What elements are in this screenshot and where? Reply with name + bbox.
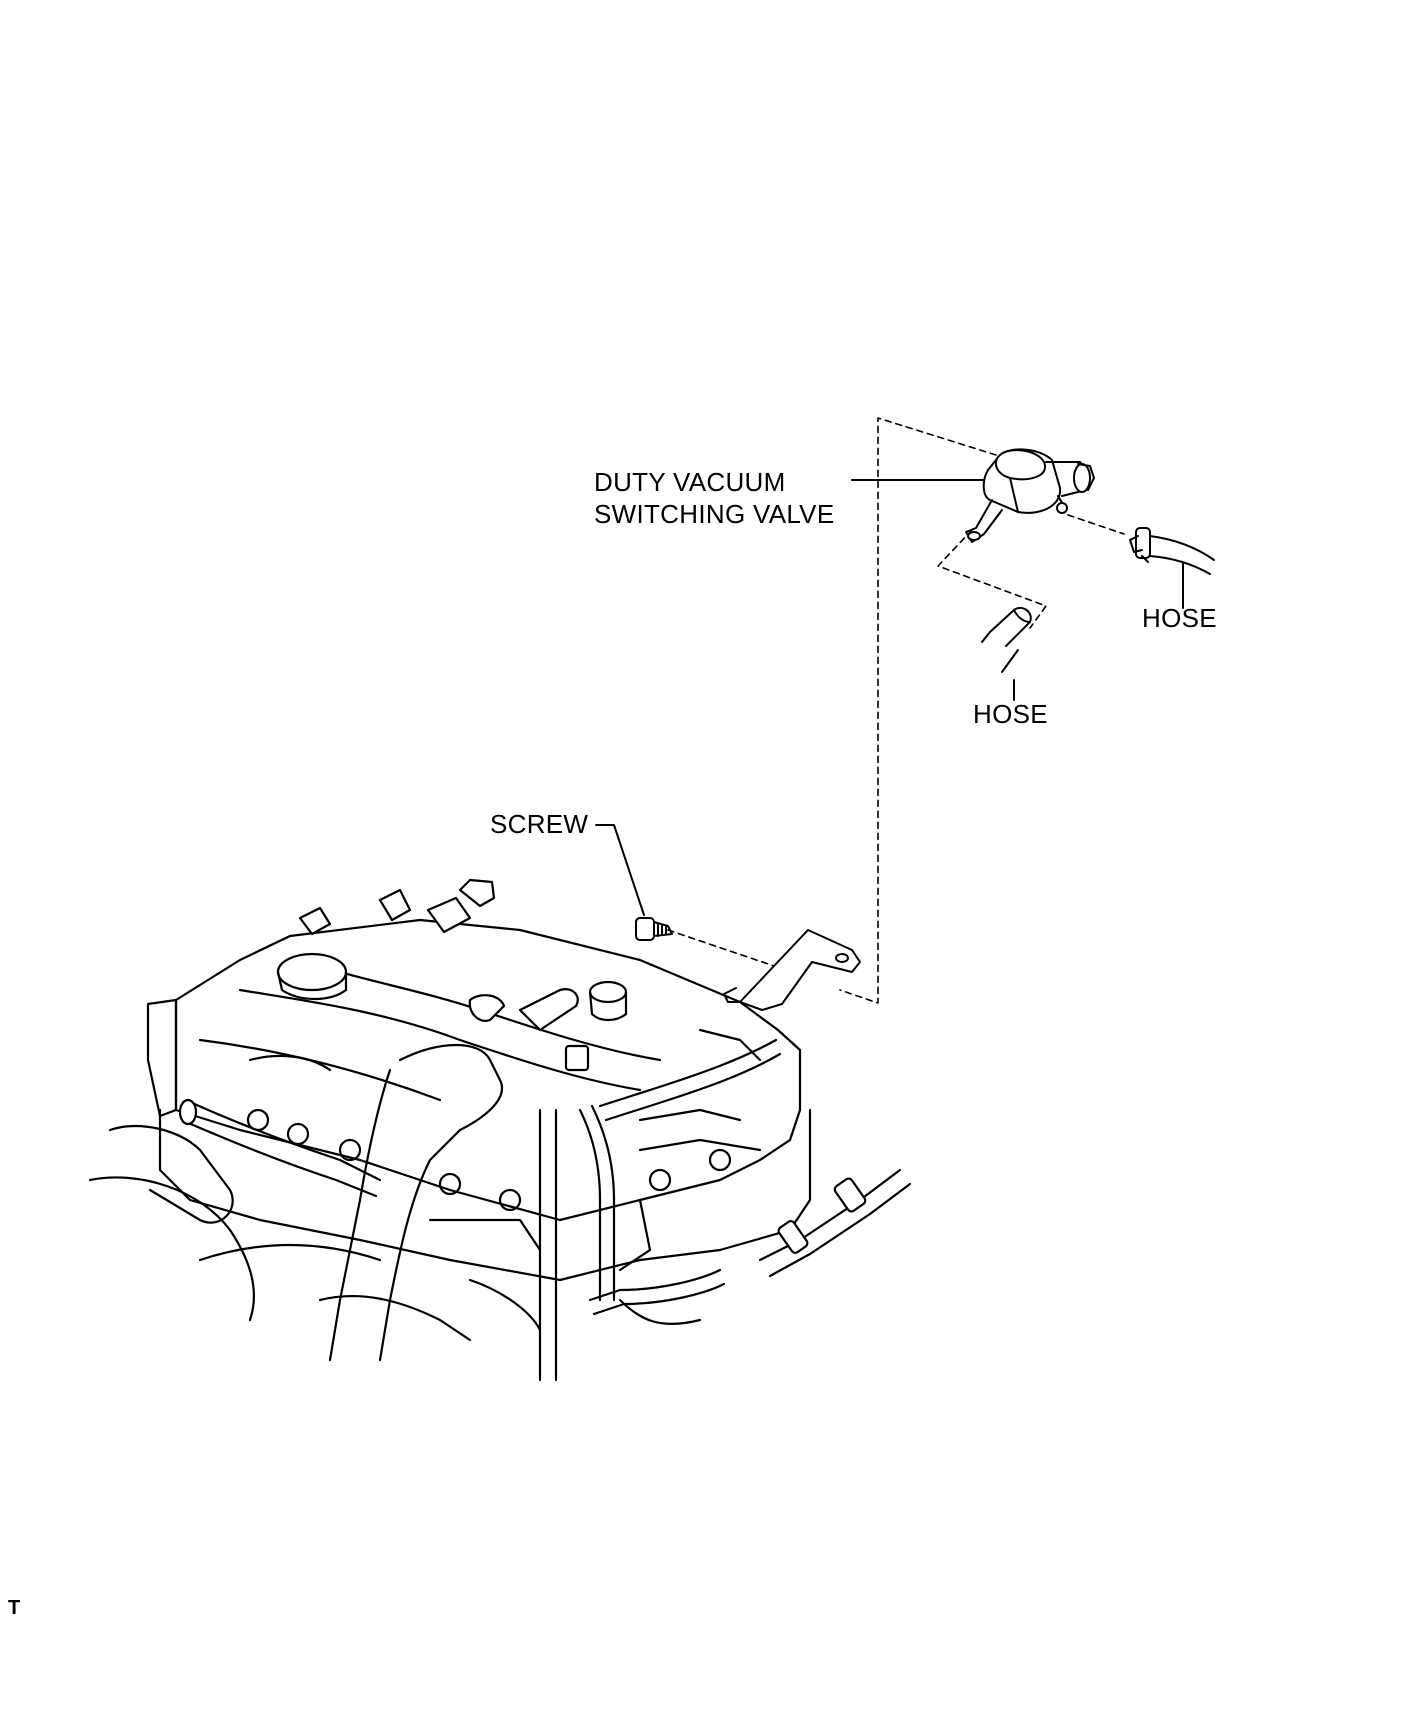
- valve-bracket: [724, 930, 860, 1010]
- corner-mark: T: [8, 1597, 21, 1619]
- label-hose-right: HOSE: [1142, 603, 1217, 633]
- label-duty-vacuum-line1: DUTY VACUUM: [594, 467, 786, 497]
- hose-right-drawing: [1130, 528, 1214, 574]
- engine-assembly: [90, 880, 910, 1380]
- leader-lines: [596, 480, 1183, 915]
- duty-vacuum-switching-valve: [966, 449, 1094, 542]
- label-duty-vacuum-line2: SWITCHING VALVE: [594, 499, 835, 529]
- screw-drawing: [636, 918, 672, 940]
- hose-lower-drawing: [982, 608, 1031, 672]
- label-duty-vacuum-switching-valve: DUTY VACUUM SWITCHING VALVE: [594, 466, 834, 530]
- label-hose-lower: HOSE: [973, 699, 1048, 729]
- exploded-view-guides: [668, 418, 1124, 1003]
- label-screw: SCREW: [490, 809, 589, 839]
